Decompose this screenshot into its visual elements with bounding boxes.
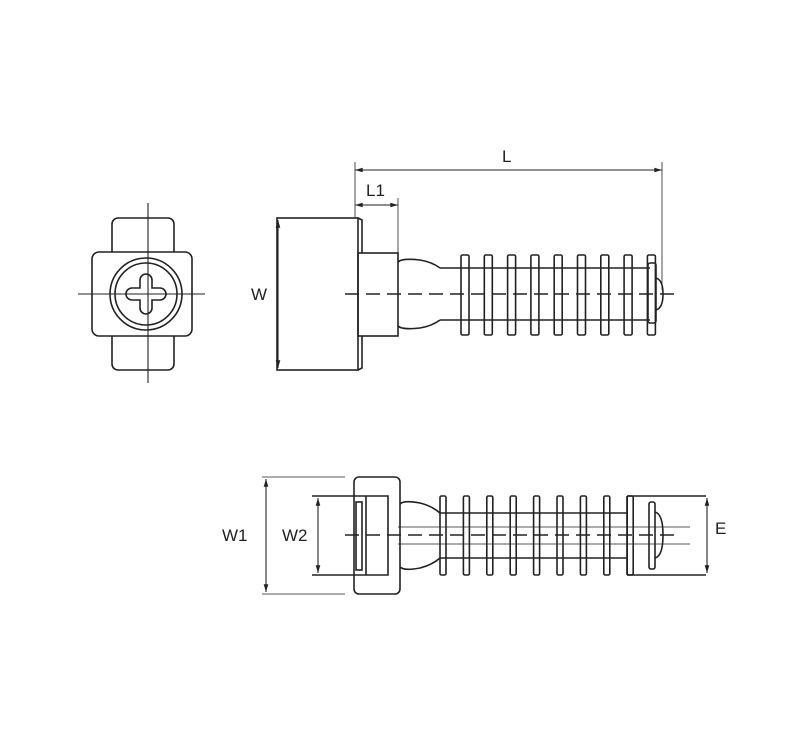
label-L1: L1 (366, 181, 385, 200)
label-W: W (251, 285, 267, 304)
flange (357, 217, 363, 371)
fin (530, 254, 540, 336)
fin (506, 254, 517, 336)
fin (485, 495, 494, 576)
fin (553, 254, 564, 336)
end-view (78, 203, 205, 383)
label-E: E (715, 519, 726, 538)
slot (355, 501, 363, 571)
neck (399, 500, 441, 571)
label-L: L (502, 147, 511, 166)
fin (460, 254, 470, 336)
end-fin (647, 262, 657, 324)
label-W2: W2 (282, 526, 308, 545)
fin (576, 254, 587, 336)
fin (462, 495, 471, 576)
top-view: W1 W2 E (222, 476, 726, 595)
neck (397, 258, 441, 330)
label-W1: W1 (222, 526, 248, 545)
shaft (440, 267, 650, 321)
phillips-cross-icon (125, 273, 167, 315)
fin (623, 254, 633, 336)
fins (460, 254, 657, 336)
fin (599, 254, 610, 336)
fin (483, 254, 494, 336)
side-view: L L1 W (251, 147, 676, 371)
